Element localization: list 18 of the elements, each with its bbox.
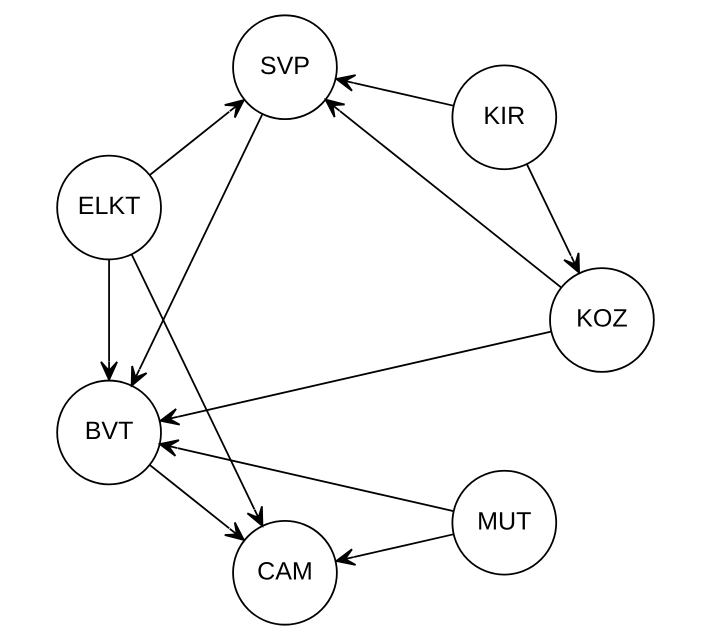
node-circle: ELKT — [56, 154, 162, 260]
arrow — [148, 464, 244, 541]
node-circle: BVT — [56, 380, 162, 486]
arrow — [159, 330, 551, 426]
arrow — [130, 114, 263, 387]
arrow — [148, 99, 244, 176]
arrow — [158, 439, 454, 512]
arrow — [100, 260, 118, 381]
node-circle: SVP — [232, 14, 338, 120]
arrow — [334, 74, 454, 107]
arrow — [130, 254, 263, 527]
node-circle: CAM — [232, 520, 338, 626]
arrow — [526, 164, 580, 274]
arrow — [324, 98, 562, 288]
node-circle: KIR — [451, 64, 557, 170]
node-circle: KOZ — [548, 267, 654, 373]
node-circle: MUT — [451, 470, 557, 576]
arrow — [334, 533, 454, 566]
